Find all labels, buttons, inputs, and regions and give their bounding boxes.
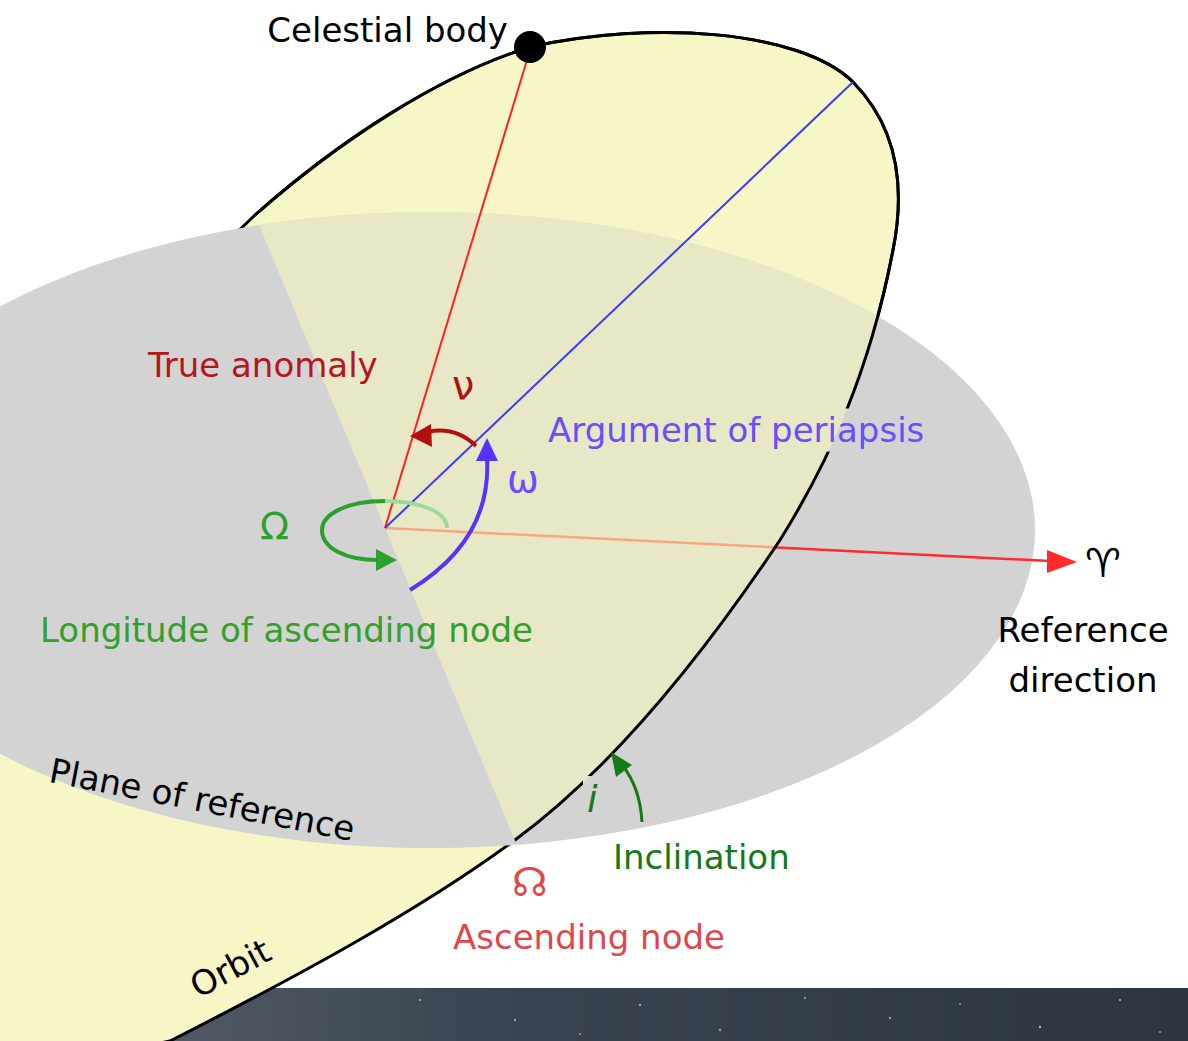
anomaly-label: True anomaly [148,346,378,385]
orbit-line-front [0,32,899,1041]
arrow-head [410,424,432,447]
ascending-node-symbol: ☊ [512,859,548,905]
celestial-body-dot [514,31,546,63]
radius-line [385,60,527,528]
node-arrow [322,501,385,560]
aries-symbol: ♈ [1085,540,1121,586]
ascending-node-label: Ascending node [453,918,725,957]
inclination-symbol: i [587,778,598,822]
periapsis-label: Argument of periapsis [548,411,924,450]
inclination-label: Inclination [613,838,790,877]
arrow-head [611,752,632,777]
stars [419,997,1161,1035]
anomaly-arc [428,431,476,446]
periapsis-line [385,82,853,528]
inclination-arrow [622,765,642,822]
orbit-label: Orbit [183,931,277,1005]
body-label: Celestial body [267,11,508,50]
node-symbol: Ω [260,505,289,549]
node-arc [385,501,447,528]
arrow-head [476,438,498,461]
periapsis-arc [410,458,487,590]
arrow-head [376,549,397,571]
anomaly-symbol: ν [452,362,474,408]
direction-label: Reference direction [983,605,1183,705]
plane-label: Plane of reference [46,751,358,849]
periapsis-symbol: ω [507,458,539,502]
arrow-head [1047,550,1077,573]
node-label: Longitude of ascending node [40,611,533,650]
